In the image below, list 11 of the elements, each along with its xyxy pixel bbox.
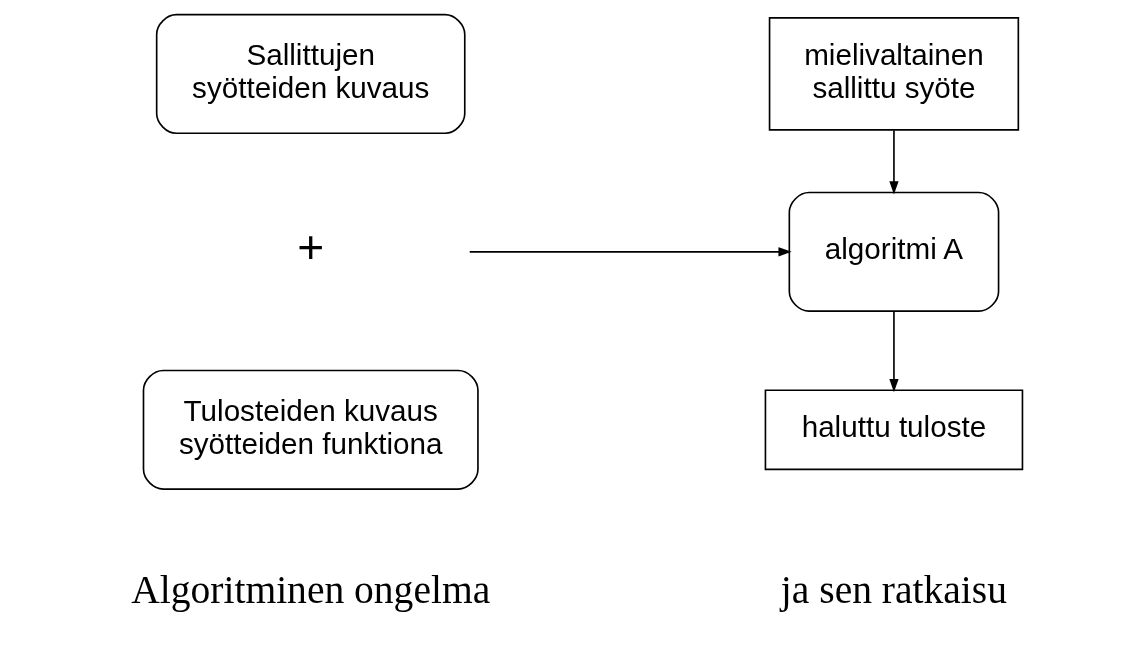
node-box: Tulosteiden kuvaus syötteiden funktiona: [142, 369, 479, 490]
arrow: [888, 129, 899, 195]
node-box: haluttu tuloste: [764, 389, 1023, 471]
arrow: [888, 310, 899, 393]
label: ja sen ratkaisu: [780, 568, 1007, 613]
node-box: algoritmi A: [788, 191, 999, 312]
node-box: mielivaltainen sallittu syöte: [768, 17, 1019, 131]
label: +: [296, 221, 324, 274]
node-box: Sallittujen syötteiden kuvaus: [155, 13, 466, 135]
label: Algoritminen ongelma: [130, 568, 490, 613]
arrow: [468, 247, 792, 257]
